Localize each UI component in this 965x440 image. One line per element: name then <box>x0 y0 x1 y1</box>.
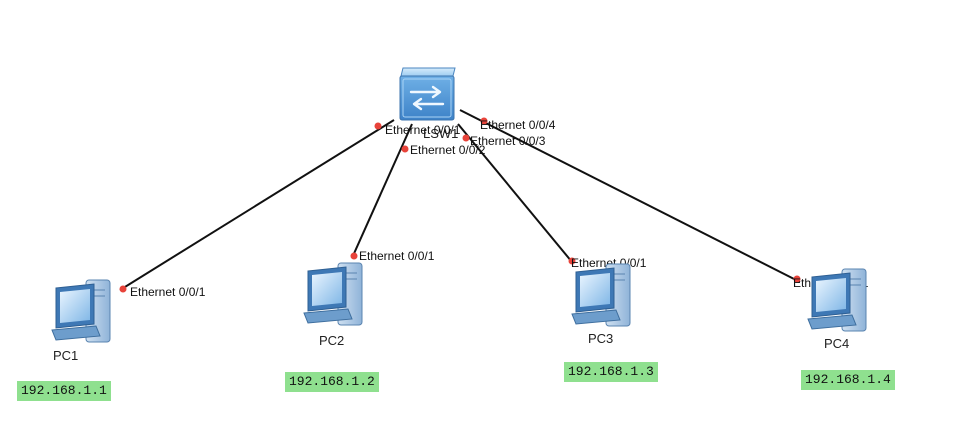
pc-icon <box>303 262 363 326</box>
port-dot <box>568 257 576 265</box>
pc-name: PC3 <box>588 331 613 346</box>
switch-icon <box>399 67 456 121</box>
port-dot <box>793 275 801 283</box>
link-pc4[interactable] <box>459 109 801 283</box>
switch-port-label-pc2: Ethernet 0/0/2 <box>410 143 486 157</box>
switch-ports: Ethernet 0/0/1 Ethernet 0/0/2 Ethernet 0… <box>374 117 556 157</box>
port-dot <box>374 122 382 130</box>
port-dot <box>462 134 470 142</box>
ip-label-pc2: 192.168.1.2 <box>285 372 379 392</box>
pc-name: PC2 <box>319 333 344 348</box>
switch-name: LSW1 <box>423 126 458 141</box>
switch-port-label-pc3: Ethernet 0/0/3 <box>470 134 546 148</box>
pc-icon <box>571 263 631 327</box>
pc-pc3[interactable]: PC3 <box>571 263 631 346</box>
pc-ports: Ethernet 0/0/1 Ethernet 0/0/1 Ethernet 0… <box>119 249 869 299</box>
pc-name: PC4 <box>824 336 849 351</box>
pc-name: PC1 <box>53 348 78 363</box>
port-dot <box>350 252 358 260</box>
pc-port-label-pc1: Ethernet 0/0/1 <box>130 285 206 299</box>
link-pc1[interactable] <box>119 119 395 291</box>
links <box>119 109 801 291</box>
pc-pc1[interactable]: PC1 <box>51 279 111 363</box>
port-dot <box>119 285 127 293</box>
switch-port-label-pc1: Ethernet 0/0/1 <box>385 123 461 137</box>
pc-port-label-pc2: Ethernet 0/0/1 <box>359 249 435 263</box>
switch-port-label-pc4: Ethernet 0/0/4 <box>480 118 556 132</box>
ip-label-pc1: 192.168.1.1 <box>17 381 111 401</box>
port-dot <box>480 117 488 125</box>
pc-pc4[interactable]: PC4 <box>807 268 867 351</box>
switch-lsw1[interactable]: LSW1 <box>399 67 458 141</box>
port-dot <box>401 145 409 153</box>
ip-label-pc4: 192.168.1.4 <box>801 370 895 390</box>
pc-icon <box>51 279 111 343</box>
link-pc3[interactable] <box>457 123 573 263</box>
ip-label-pc3: 192.168.1.3 <box>564 362 658 382</box>
pc-pc2[interactable]: PC2 <box>303 262 363 348</box>
link-pc2[interactable] <box>351 123 413 259</box>
pc-icon <box>807 268 867 332</box>
